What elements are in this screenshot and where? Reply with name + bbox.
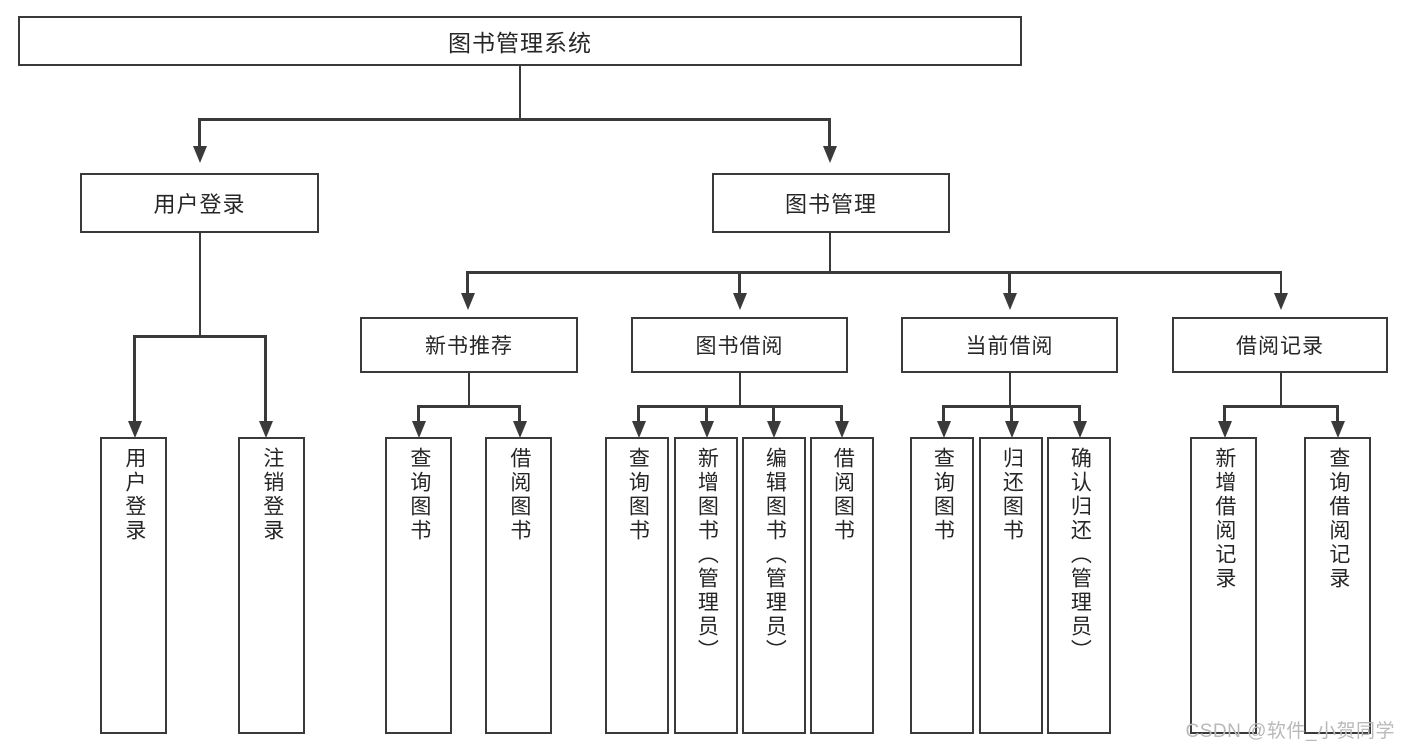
arrowhead-book-borrow <box>732 293 747 310</box>
connector-level1-bus <box>198 118 831 121</box>
leaf-nb-query-book[interactable]: 查询图书 <box>385 437 452 734</box>
leaf-bb-edit-book-admin[interactable]: 编辑图书（管理员） <box>742 437 806 734</box>
arrowhead-new-book <box>460 293 475 310</box>
connector-borrow-record-bus <box>1223 405 1338 408</box>
leaf-br-add-record[interactable]: 新增借阅记录 <box>1190 437 1257 734</box>
leaf-logout[interactable]: 注销登录 <box>238 437 305 734</box>
csdn-watermark: CSDN @软件_小贺同学 <box>1185 721 1395 742</box>
connector-user-login-stem <box>198 233 201 337</box>
connector-user-login-bus <box>133 335 266 338</box>
arrowhead-cb-leaf-1 <box>936 421 951 438</box>
leaf-label: 查询图书 <box>931 447 955 543</box>
connector-br-drop-1 <box>1223 405 1226 424</box>
arrowhead-nb-leaf-2 <box>512 421 527 438</box>
leaf-cb-query-book[interactable]: 查询图书 <box>910 437 974 734</box>
leaf-label: 借阅图书 <box>507 447 531 543</box>
arrowhead-bb-leaf-2 <box>699 421 714 438</box>
node-current-borrow[interactable]: 当前借阅 <box>901 317 1118 373</box>
node-user-login[interactable]: 用户登录 <box>80 173 319 233</box>
connector-to-book-borrow <box>738 271 741 295</box>
connector-cb-drop-1 <box>942 405 945 424</box>
leaf-user-login[interactable]: 用户登录 <box>100 437 167 734</box>
connector-level2-bus <box>466 271 1282 274</box>
node-book-manage[interactable]: 图书管理 <box>712 173 950 233</box>
connector-new-book-stem <box>467 373 470 407</box>
leaf-nb-borrow-book[interactable]: 借阅图书 <box>485 437 552 734</box>
leaf-label: 归还图书 <box>1000 447 1024 543</box>
node-root-system[interactable]: 图书管理系统 <box>18 16 1022 66</box>
connector-book-manage-stem <box>828 233 831 273</box>
arrowhead-leaf-logout <box>258 421 273 438</box>
connector-to-borrow-record <box>1279 271 1282 295</box>
connector-book-borrow-stem <box>738 373 741 407</box>
node-label: 当前借阅 <box>965 335 1054 358</box>
leaf-label: 注销登录 <box>260 447 284 543</box>
leaf-label: 编辑图书（管理员） <box>763 447 787 663</box>
connector-book-borrow-bus <box>637 405 842 408</box>
arrowhead-bb-leaf-3 <box>766 421 781 438</box>
connector-br-drop-2 <box>1336 405 1339 424</box>
leaf-label: 新增图书（管理员） <box>695 447 719 663</box>
leaf-bb-add-book-admin[interactable]: 新增图书（管理员） <box>674 437 738 734</box>
leaf-br-query-record[interactable]: 查询借阅记录 <box>1304 437 1371 734</box>
connector-borrow-record-stem <box>1279 373 1282 407</box>
leaf-label: 用户登录 <box>122 447 146 543</box>
node-label: 图书管理 <box>784 192 877 217</box>
arrowhead-user-login <box>192 146 207 163</box>
node-label: 用户登录 <box>153 192 246 217</box>
arrowhead-bb-leaf-1 <box>631 421 646 438</box>
leaf-label: 查询图书 <box>626 447 650 543</box>
arrowhead-cb-leaf-3 <box>1072 421 1087 438</box>
node-borrow-record[interactable]: 借阅记录 <box>1172 317 1388 373</box>
connector-user-login-drop-1 <box>133 335 136 423</box>
leaf-cb-return-book[interactable]: 归还图书 <box>979 437 1043 734</box>
leaf-label: 查询图书 <box>407 447 431 543</box>
connector-bb-drop-4 <box>840 405 843 424</box>
connector-to-new-book <box>466 271 469 295</box>
leaf-bb-borrow-book[interactable]: 借阅图书 <box>810 437 874 734</box>
arrowhead-bb-leaf-4 <box>834 421 849 438</box>
connector-to-user-login <box>198 118 201 148</box>
connector-new-book-drop-1 <box>417 405 420 424</box>
leaf-label: 确认归还（管理员） <box>1068 447 1092 663</box>
connector-cb-drop-2 <box>1010 405 1013 424</box>
connector-root-stem <box>518 66 521 120</box>
node-label: 借阅记录 <box>1236 335 1324 358</box>
connector-bb-drop-1 <box>637 405 640 424</box>
connector-new-book-drop-2 <box>518 405 521 424</box>
arrowhead-br-leaf-2 <box>1330 421 1345 438</box>
arrowhead-book-manage <box>822 146 837 163</box>
node-book-borrow[interactable]: 图书借阅 <box>631 317 848 373</box>
node-label: 新书推荐 <box>425 335 513 358</box>
arrowhead-cb-leaf-2 <box>1004 421 1019 438</box>
leaf-label: 查询借阅记录 <box>1326 447 1350 591</box>
leaf-label: 借阅图书 <box>831 447 855 543</box>
connector-to-book-manage <box>828 118 831 148</box>
arrowhead-nb-leaf-1 <box>411 421 426 438</box>
node-label: 图书借阅 <box>695 335 784 358</box>
connector-to-current-borrow <box>1008 271 1011 295</box>
arrowhead-current-borrow <box>1002 293 1017 310</box>
leaf-label: 新增借阅记录 <box>1212 447 1236 591</box>
arrowhead-br-leaf-1 <box>1217 421 1232 438</box>
connector-bb-drop-2 <box>705 405 708 424</box>
connector-bb-drop-3 <box>772 405 775 424</box>
node-label: 图书管理系统 <box>448 30 592 56</box>
arrowhead-borrow-record <box>1274 293 1288 310</box>
arrowhead-leaf-user-login <box>127 421 142 438</box>
leaf-cb-confirm-return-admin[interactable]: 确认归还（管理员） <box>1047 437 1111 734</box>
node-new-book-recommend[interactable]: 新书推荐 <box>360 317 578 373</box>
connector-new-book-bus <box>417 405 520 408</box>
connector-current-borrow-stem <box>1008 373 1011 407</box>
connector-cb-drop-3 <box>1078 405 1081 424</box>
connector-user-login-drop-2 <box>264 335 267 423</box>
leaf-bb-query-book[interactable]: 查询图书 <box>605 437 669 734</box>
